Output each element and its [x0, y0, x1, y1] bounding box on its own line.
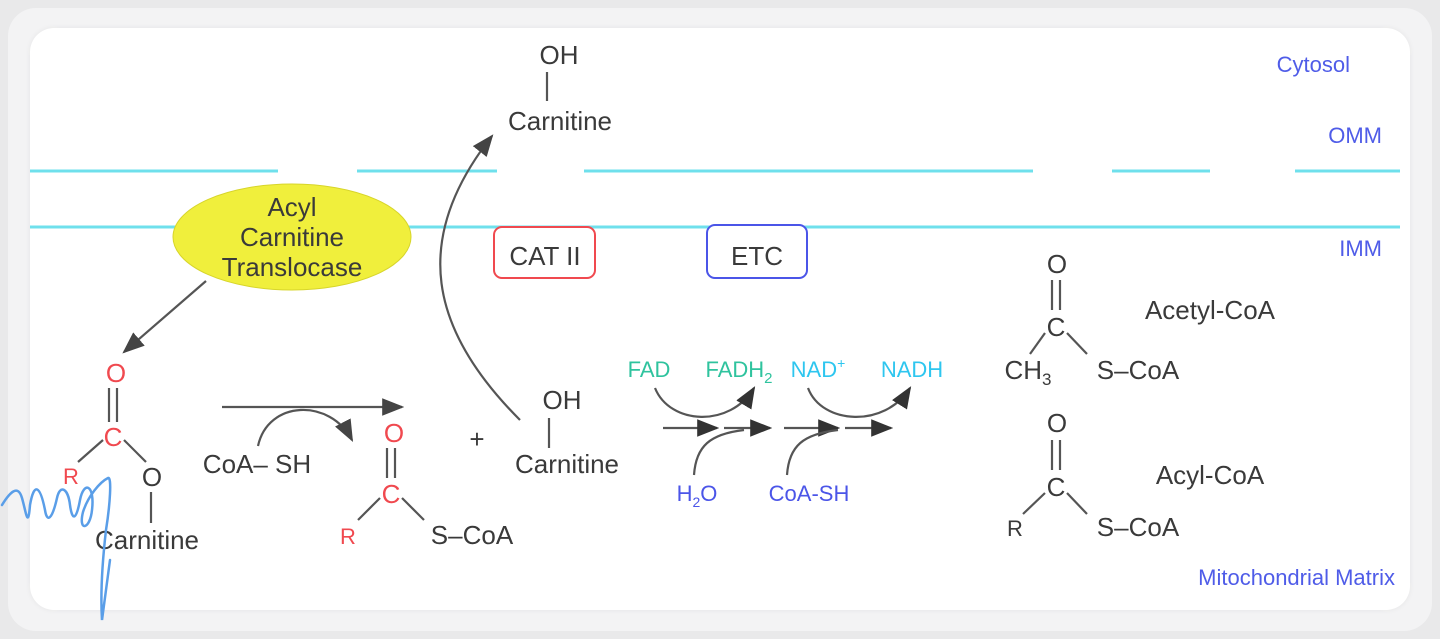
- acylcarnitine-c: C: [104, 422, 123, 452]
- acylcarnitine-o: O: [106, 358, 126, 388]
- coa-sh-product-label: CoA-SH: [769, 481, 850, 506]
- nad-plus-label: NAD+: [791, 355, 846, 382]
- carnitine-return-arrow: [439, 134, 521, 421]
- coa-sh-reactant-label: CoA– SH: [203, 449, 311, 479]
- acyl-coa-label: Acyl-CoA: [1156, 460, 1265, 490]
- cytosol-carnitine-oh: OH: [540, 40, 579, 70]
- water-label: H2O: [677, 481, 718, 510]
- cytosol-label: Cytosol: [1277, 52, 1350, 77]
- cat-ii-label: CAT II: [509, 241, 580, 271]
- acylcoa-r: R: [340, 524, 356, 549]
- acetylcoa-c: C: [1047, 312, 1066, 342]
- acylcoa-o: O: [384, 418, 404, 448]
- matrix-carnitine: OH Carnitine: [515, 385, 619, 479]
- acetyl-coa-molecule: O C CH3 S–CoA Acetyl-CoA: [1004, 249, 1275, 389]
- acylcoa-right-r: R: [1007, 516, 1023, 541]
- cytosol-carnitine: OH Carnitine: [508, 40, 612, 136]
- translocase-to-acylcarnitine-arrow: [122, 280, 207, 354]
- matrix-carnitine-oh: OH: [543, 385, 582, 415]
- acyl-coa-product-molecule: O C R S–CoA: [340, 418, 514, 550]
- coa-sh-reaction-arrow: CoA– SH: [203, 398, 405, 479]
- acetyl-coa-label: Acetyl-CoA: [1145, 295, 1276, 325]
- acylcarnitine-carnitine: Carnitine: [95, 525, 199, 555]
- etc-label: ETC: [731, 241, 783, 271]
- acyl-coa-molecule: O C R S–CoA Acyl-CoA: [1007, 408, 1265, 542]
- cat-ii-enzyme: CAT II: [493, 226, 596, 279]
- matrix-carnitine-label: Carnitine: [515, 449, 619, 479]
- cytosol-carnitine-label: Carnitine: [508, 106, 612, 136]
- handwritten-scribble-icon: [0, 476, 112, 621]
- acetylcoa-scoa: S–CoA: [1097, 355, 1180, 385]
- etc-complex: ETC: [706, 224, 808, 279]
- acylcoa-c: C: [382, 479, 401, 509]
- acetylcoa-o: O: [1047, 249, 1067, 279]
- acyl-carnitine-translocase: Acyl Carnitine Translocase: [172, 183, 412, 291]
- acyl-carnitine-molecule: O C R O Carnitine: [63, 358, 199, 555]
- acylcarnitine-ester-o: O: [142, 462, 162, 492]
- plus-sign: +: [469, 424, 484, 454]
- translocase-line3: Translocase: [222, 252, 363, 282]
- fad-label: FAD: [628, 357, 671, 382]
- acylcoa-right-o: O: [1047, 408, 1067, 438]
- translocase-line1: Acyl: [267, 192, 316, 222]
- beta-oxidation-cofactors: FAD FADH2 NAD+ NADH H2O CoA-SH: [628, 355, 944, 510]
- acylcoa-scoa: S–CoA: [431, 520, 514, 550]
- acylcoa-right-scoa: S–CoA: [1097, 512, 1180, 542]
- nadh-label: NADH: [881, 357, 943, 382]
- diagram-panel: [30, 28, 1410, 610]
- translocase-line2: Carnitine: [240, 222, 344, 252]
- acylcarnitine-r: R: [63, 464, 79, 489]
- imm-label: IMM: [1339, 236, 1382, 261]
- fadh2-label: FADH2: [705, 357, 772, 387]
- mitochondrial-matrix-label: Mitochondrial Matrix: [1198, 565, 1395, 590]
- acylcoa-right-c: C: [1047, 472, 1066, 502]
- omm-label: OMM: [1328, 123, 1382, 148]
- acetylcoa-ch3: CH3: [1004, 355, 1051, 389]
